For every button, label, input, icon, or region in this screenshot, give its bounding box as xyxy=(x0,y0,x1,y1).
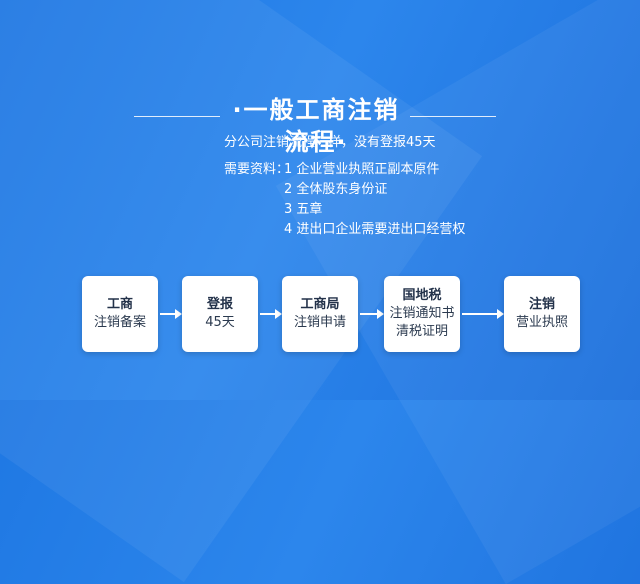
arrow-right-icon xyxy=(160,309,182,319)
title-divider-left xyxy=(134,116,220,117)
materials-label: 需要资料： xyxy=(224,162,290,177)
arrow-right-icon xyxy=(260,309,282,319)
step-detail: 注销通知书 xyxy=(389,306,455,321)
step-detail: 45天 xyxy=(205,315,235,330)
subtitle: 分公司注销流程一样，没有登报45天 xyxy=(224,135,436,150)
title-divider-right xyxy=(410,116,496,117)
step-detail: 注销申请 xyxy=(293,315,346,330)
title-row: ·一般工商注销流程· xyxy=(0,94,640,156)
step-title: 工商 xyxy=(106,297,133,312)
step-card-tax-bureaus: 国地税 注销通知书 清税证明 xyxy=(384,276,460,352)
step-card-bureau-application: 工商局 注销申请 xyxy=(282,276,358,352)
materials-item: 3 五章 xyxy=(284,202,323,217)
step-title: 工商局 xyxy=(300,297,340,312)
materials-list: 1 企业营业执照正副本原件 2 全体股东身份证 3 五章 4 进出口企业需要进出… xyxy=(284,160,465,240)
step-card-business-filing: 工商 注销备案 xyxy=(82,276,158,352)
materials-item: 2 全体股东身份证 xyxy=(284,182,388,197)
page-title: ·一般工商注销流程· xyxy=(232,96,400,156)
step-card-license-cancel: 注销 营业执照 xyxy=(504,276,580,352)
arrow-right-icon xyxy=(360,309,384,319)
materials-item: 4 进出口企业需要进出口经营权 xyxy=(284,222,466,237)
step-title: 国地税 xyxy=(402,288,442,303)
materials-item: 1 企业营业执照正副本原件 xyxy=(284,162,440,177)
step-detail: 注销备案 xyxy=(93,315,146,330)
arrow-right-icon xyxy=(462,309,504,319)
step-detail: 清税证明 xyxy=(395,324,448,339)
process-flow: 工商 注销备案 登报 45天 工商局 注销申请 国地税 注销通知书 清税证明 注… xyxy=(0,276,640,356)
step-title: 登报 xyxy=(206,297,233,312)
step-title: 注销 xyxy=(528,297,555,312)
step-card-newspaper-notice: 登报 45天 xyxy=(182,276,258,352)
step-detail: 营业执照 xyxy=(515,315,568,330)
